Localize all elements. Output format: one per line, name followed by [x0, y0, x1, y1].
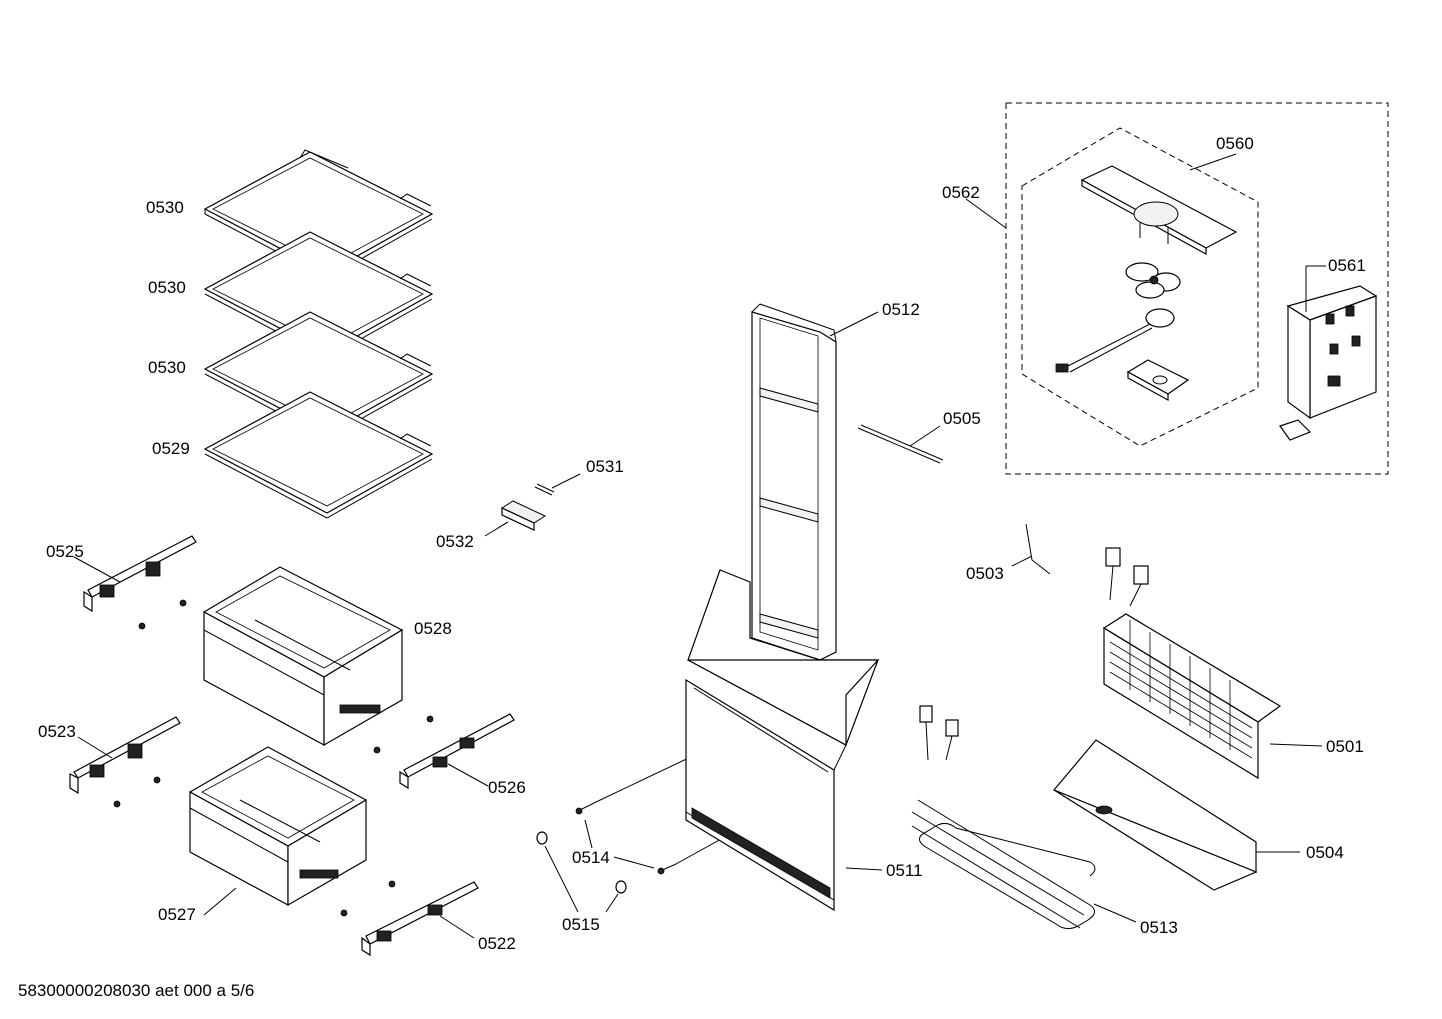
- defrost-heater-0513: [911, 705, 1137, 930]
- callout-0505: 0505: [943, 409, 981, 428]
- drawer-rail-lower-left: [69, 716, 181, 808]
- sensor-0505: [857, 424, 944, 464]
- drawer-lower: [188, 746, 368, 916]
- callout-0532: 0532: [436, 532, 474, 551]
- air-duct-0512: [751, 303, 879, 661]
- callout-0527: 0527: [158, 905, 196, 924]
- callout-0525: 0525: [46, 542, 84, 561]
- drawer-rail-upper-left: [73, 535, 197, 613]
- fan-assembly-group-frame: [1005, 102, 1389, 475]
- callout-0501: 0501: [1326, 737, 1364, 756]
- fan-housing: [1080, 165, 1238, 256]
- callout-0526: 0526: [488, 778, 526, 797]
- motor-bracket: [1126, 359, 1190, 402]
- drip-tray-0504: [1053, 739, 1300, 891]
- callout-0530-b: 0530: [148, 278, 186, 297]
- callout-0512: 0512: [882, 300, 920, 319]
- screws-upper: [138, 599, 434, 754]
- drawer-upper: [202, 566, 404, 747]
- callout-0511: 0511: [886, 861, 923, 880]
- callout-0529: 0529: [152, 439, 190, 458]
- evaporator-cover-0511: [685, 569, 883, 912]
- evaporator-0501: [1011, 523, 1323, 780]
- callout-0514: 0514: [572, 848, 610, 867]
- drawer-rail-upper-right: [399, 713, 515, 790]
- callout-0515: 0515: [562, 915, 600, 934]
- callout-0522: 0522: [478, 934, 516, 953]
- clip-part: [484, 500, 547, 537]
- pin-part: [534, 473, 581, 496]
- glass-shelf-bottom: [203, 391, 434, 519]
- caps-0515: [536, 831, 627, 913]
- screws-lower: [340, 880, 396, 917]
- callout-0561: 0561: [1328, 256, 1366, 275]
- leader-lines: [497, 521, 509, 529]
- callout-0531: 0531: [586, 457, 624, 476]
- control-module-0561: [1279, 265, 1378, 441]
- callout-0560: 0560: [1216, 134, 1254, 153]
- callout-0513: 0513: [1140, 918, 1178, 937]
- callout-0562: 0562: [942, 183, 980, 202]
- callout-0503: 0503: [966, 564, 1004, 583]
- drawer-rail-lower-right: [361, 881, 479, 957]
- document-id-footer: 58300000208030 aet 000 a 5/6: [18, 981, 255, 1000]
- fan-motor: [1055, 308, 1175, 373]
- callout-0530-a: 0530: [146, 198, 184, 217]
- fan-subassembly-frame: [1021, 127, 1259, 447]
- callout-0530-c: 0530: [148, 358, 186, 377]
- callout-0523: 0523: [38, 722, 76, 741]
- callout-0528: 0528: [414, 619, 452, 638]
- callout-0504: 0504: [1306, 843, 1344, 862]
- fan-blade: [1125, 262, 1181, 299]
